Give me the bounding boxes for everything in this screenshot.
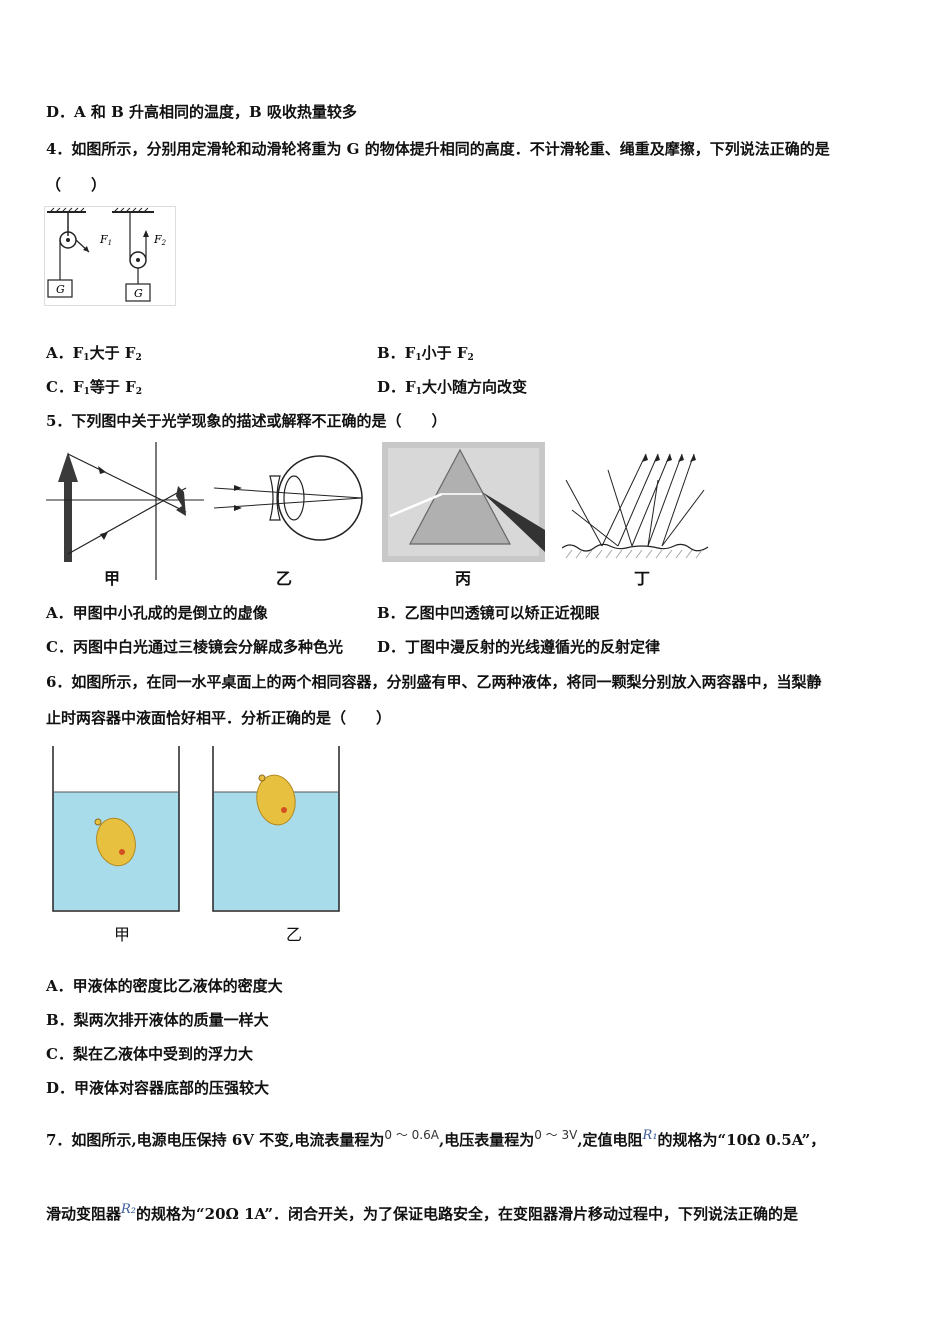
q6-stem-line2: 止时两容器中液面恰好相平．分析正确的是（ ）	[46, 709, 392, 727]
q5-fig-diffuse	[562, 453, 709, 559]
q5-caption-bing: 丙	[455, 569, 472, 588]
q5-caption-jia: 甲	[104, 569, 121, 588]
q6-option-a[interactable]: A．甲液体的密度比乙液体的密度大	[46, 977, 283, 995]
q4-stem: 4．如图所示，分别用定滑轮和动滑轮将重为 G 的物体提升相同的高度．不计滑轮重、…	[46, 140, 830, 158]
q6-container-yi	[212, 746, 340, 912]
q7-r1-symbol: R₁	[642, 1128, 658, 1143]
q5-option-b[interactable]: B．乙图中凹透镜可以矫正近视眼	[377, 604, 600, 622]
q6-container-jia	[52, 746, 180, 912]
q5-fig-pinhole	[46, 442, 204, 580]
q5-fig-prism	[382, 442, 545, 562]
q3-option-d: D．A 和 B 升高相同的温度，B 吸收热量较多	[46, 103, 357, 121]
q6-option-c[interactable]: C．梨在乙液体中受到的浮力大	[46, 1045, 253, 1063]
q7-stem-line1: 7．如图所示,电源电压保持 6V 不变,电流表量程为0 ～ 0.6A,电压表量程…	[46, 1125, 825, 1150]
q4-g-label-1: G	[56, 283, 65, 296]
q4-option-a[interactable]: A．F1大于 F2	[46, 344, 142, 363]
q6-option-b[interactable]: B．梨两次排开液体的质量一样大	[46, 1011, 269, 1029]
q7-r2-symbol: R₂	[121, 1202, 137, 1217]
q4-option-c[interactable]: C．F1等于 F2	[46, 378, 142, 397]
q5-option-c[interactable]: C．丙图中白光通过三棱镜会分解成多种色光	[46, 638, 343, 656]
q6-caption-yi: 乙	[286, 925, 303, 944]
q4-option-b[interactable]: B．F1小于 F2	[377, 344, 474, 363]
q5-caption-ding: 丁	[634, 569, 651, 588]
q6-option-d[interactable]: D．甲液体对容器底部的压强较大	[46, 1079, 270, 1097]
q4-pulley-figure: G F1 G F2	[44, 206, 176, 306]
q4-paren: （ ）	[46, 176, 107, 194]
q5-fig-eye	[214, 455, 363, 541]
q7-stem-line2: 滑动变阻器R₂的规格为“20Ω 1A”．闭合开关，为了保证电路安全，在变阻器滑片…	[46, 1202, 799, 1223]
q4-f1-label: F1	[99, 233, 112, 247]
q5-option-d[interactable]: D．丁图中漫反射的光线遵循光的反射定律	[377, 638, 661, 656]
q4-g-label-2: G	[134, 287, 143, 300]
q5-stem: 5．下列图中关于光学现象的描述或解释不正确的是（ ）	[46, 412, 447, 430]
q4-f2-label: F2	[153, 233, 167, 247]
q7-ammeter-range: 0 ～ 0.6A	[384, 1128, 439, 1142]
q7-voltmeter-range: 0 ～ 3V	[534, 1128, 578, 1142]
q6-stem-line1: 6．如图所示，在同一水平桌面上的两个相同容器，分别盛有甲、乙两种液体，将同一颗梨…	[46, 673, 822, 691]
q5-option-a[interactable]: A．甲图中小孔成的是倒立的虚像	[46, 604, 268, 622]
q4-option-d[interactable]: D．F1大小随方向改变	[377, 378, 527, 397]
q6-caption-jia: 甲	[114, 925, 131, 944]
q5-caption-yi: 乙	[276, 569, 293, 588]
